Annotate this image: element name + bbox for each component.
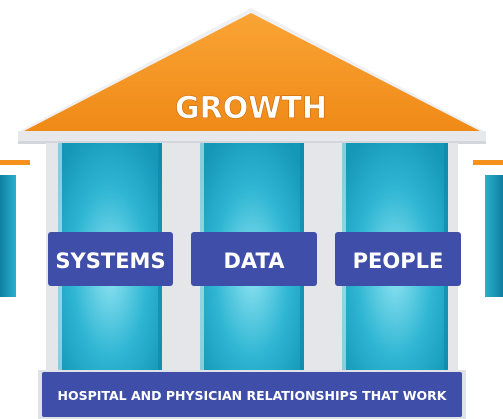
base xyxy=(38,370,466,419)
pillar-label-data: DATA xyxy=(191,232,317,286)
pillar-label-systems: SYSTEMS xyxy=(48,232,173,286)
roof xyxy=(16,8,488,144)
pillar-label-people: PEOPLE xyxy=(335,232,461,286)
roof-label: GROWTH xyxy=(175,91,327,126)
base-label: HOSPITAL AND PHYSICIAN RELATIONSHIPS THA… xyxy=(58,388,448,403)
background-accent-right xyxy=(473,160,503,297)
pillar-label-people-text: PEOPLE xyxy=(353,249,444,273)
background-accent-left xyxy=(0,160,30,297)
pillar-label-data-text: DATA xyxy=(223,249,285,273)
pillar-label-systems-text: SYSTEMS xyxy=(55,249,165,273)
